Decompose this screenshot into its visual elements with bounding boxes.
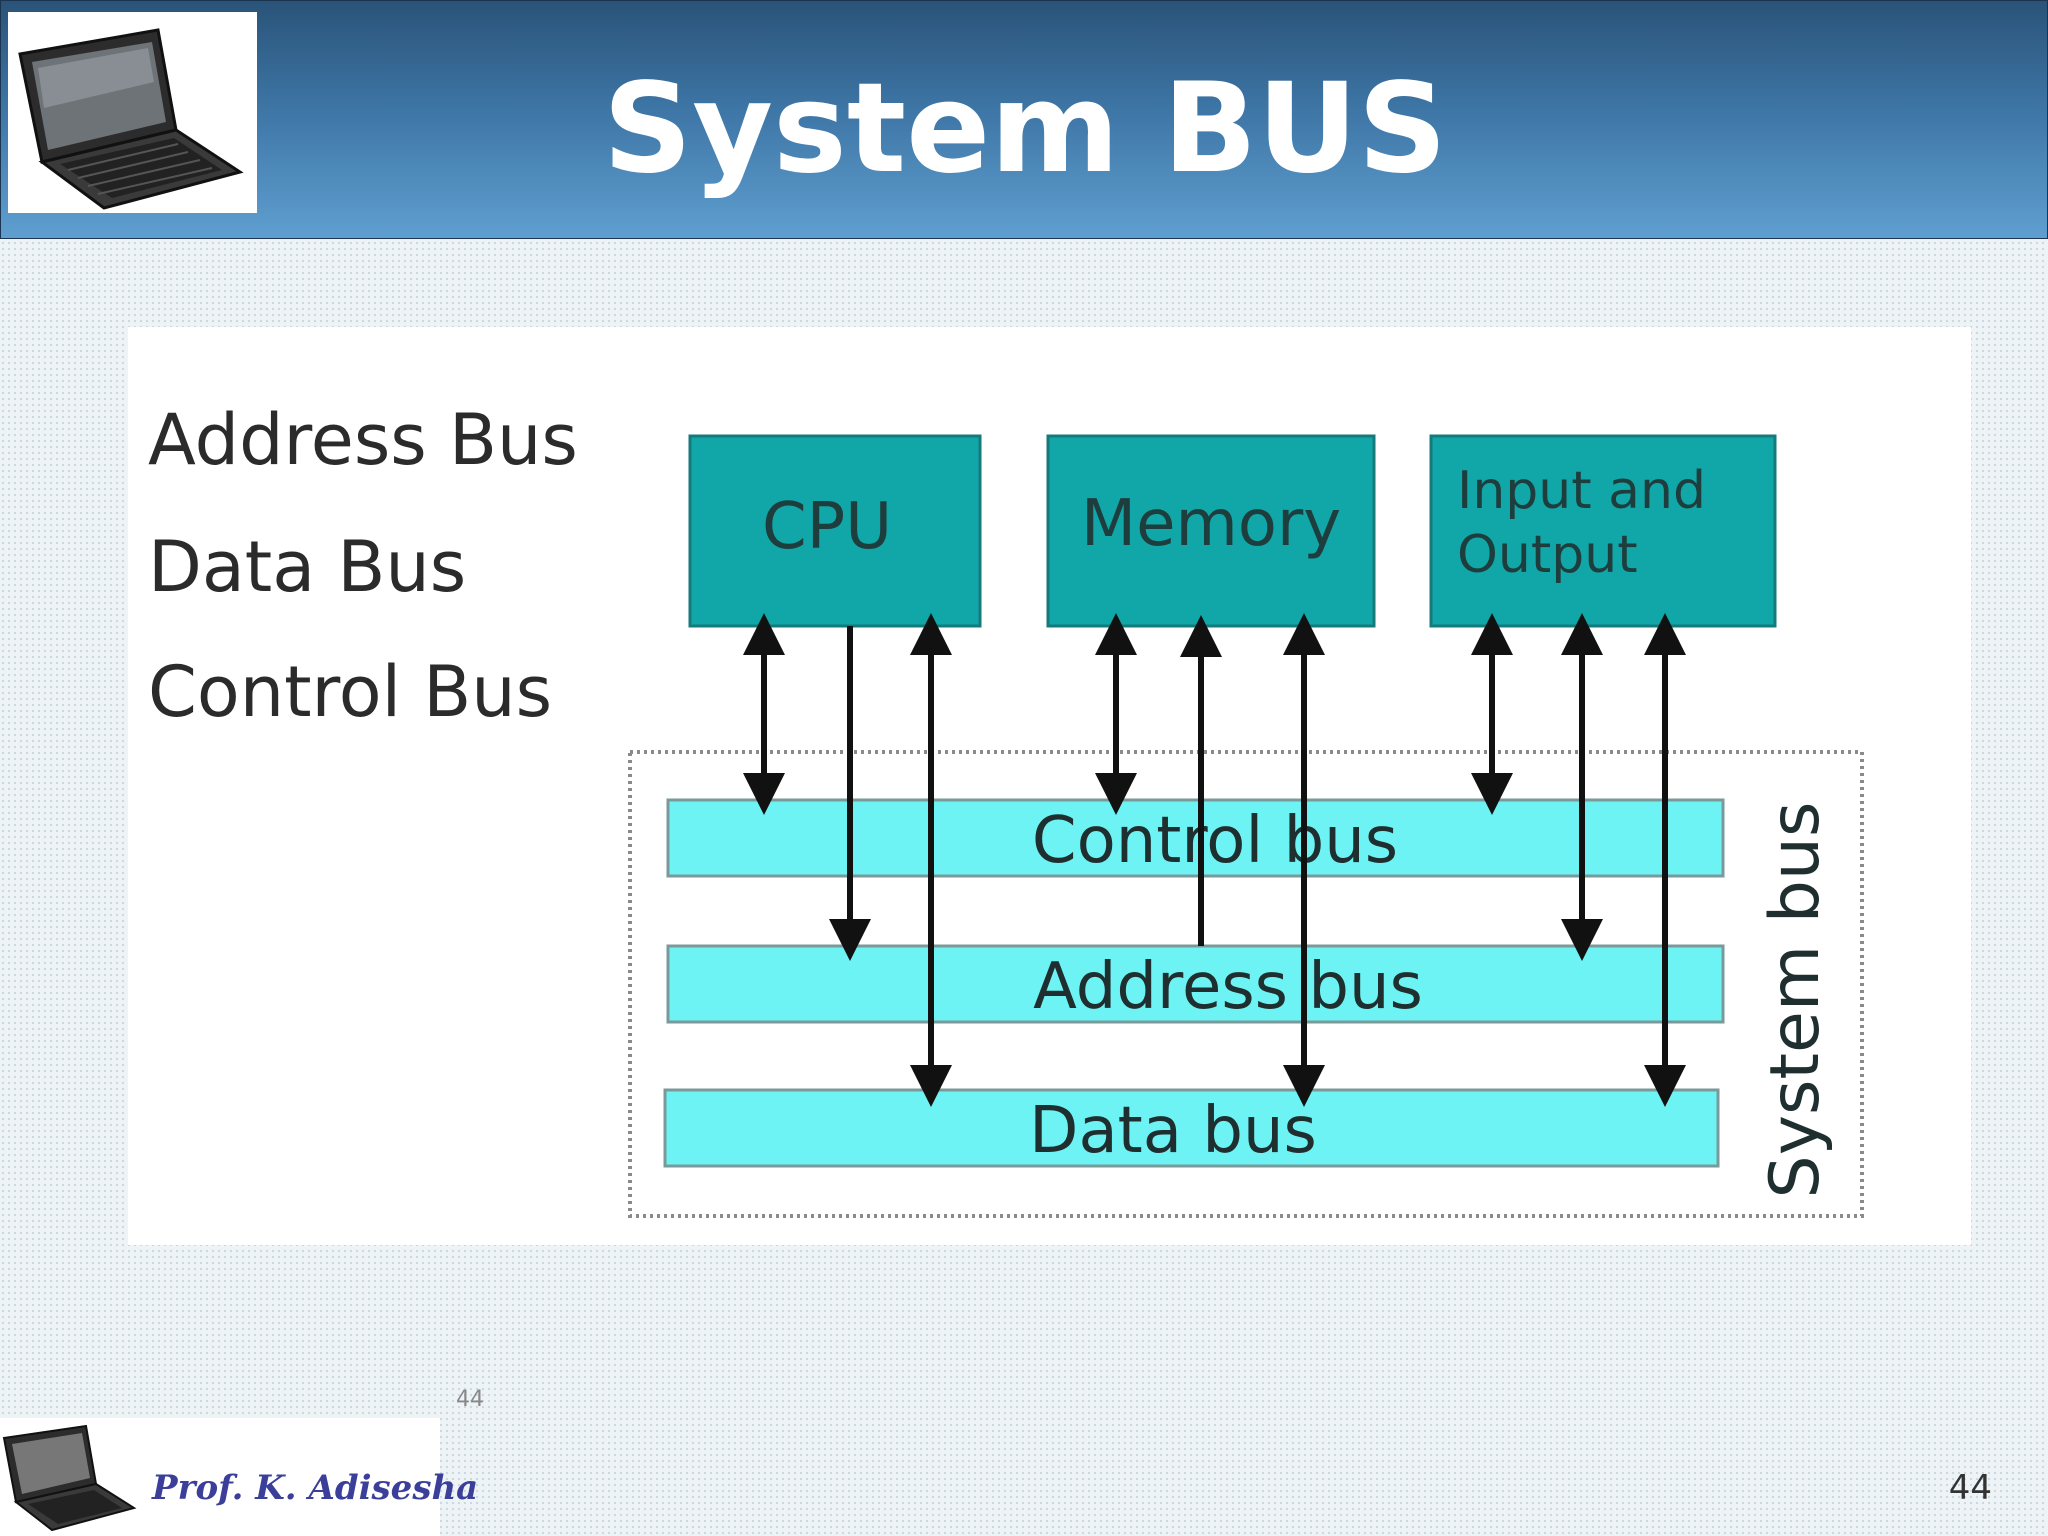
- control-bus-bar: Control bus: [666, 798, 1725, 878]
- footer-author: Prof. K. Adisesha: [152, 1468, 479, 1508]
- memory-label: Memory: [1081, 487, 1341, 561]
- system-bus-boundary: [628, 750, 1864, 1218]
- page-number: 44: [1948, 1468, 1992, 1508]
- control-bus-label: Control bus: [1032, 804, 1398, 878]
- footer-logo: [0, 1418, 440, 1536]
- io-label-line1: Input and: [1457, 461, 1706, 521]
- slide-header: System BUS: [0, 0, 2048, 239]
- address-bus-label: Address bus: [1033, 950, 1423, 1024]
- address-bus-bar: Address bus: [666, 944, 1725, 1024]
- slide-small-number: 44: [456, 1387, 484, 1412]
- laptop-logo-icon: [8, 12, 257, 213]
- data-bus-bar: Data bus: [663, 1088, 1720, 1168]
- label-address-bus: Address Bus: [148, 399, 578, 481]
- cpu-label: CPU: [762, 490, 892, 564]
- cpu-box: CPU: [688, 434, 982, 628]
- input-output-box: Input and Output: [1429, 434, 1777, 628]
- memory-box: Memory: [1046, 434, 1376, 628]
- label-control-bus: Control Bus: [148, 651, 553, 733]
- io-label-line2: Output: [1457, 525, 1638, 585]
- footer-laptop-icon: [2, 1424, 137, 1532]
- data-bus-label: Data bus: [1029, 1094, 1317, 1168]
- slide-title: System BUS: [602, 57, 1448, 201]
- system-bus-label: System bus: [1756, 802, 1835, 1199]
- label-data-bus: Data Bus: [148, 526, 467, 608]
